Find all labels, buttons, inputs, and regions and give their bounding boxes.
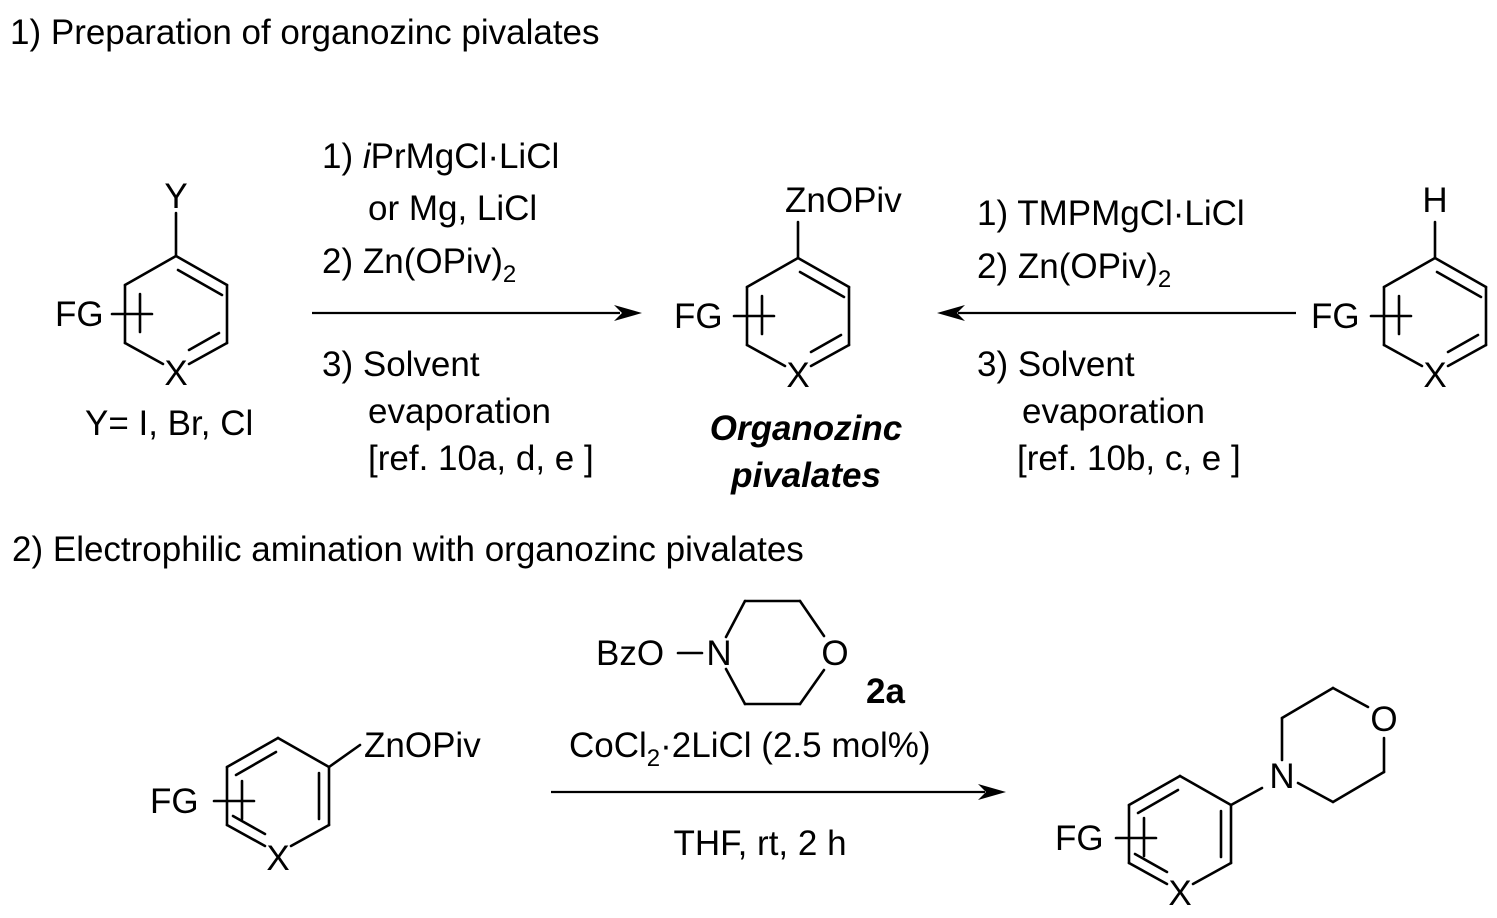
product-ring-bonds xyxy=(1114,774,1264,886)
left-step3-line1: 3) Solvent xyxy=(322,345,480,384)
arene-ring-bonds xyxy=(1369,220,1488,368)
organozinc-znopiv-label: ZnOPiv xyxy=(785,181,902,220)
halide-options-label: Y= I, Br, Cl xyxy=(85,404,253,443)
catalyst-label: CoCl2·2LiCl (2.5 mol%) xyxy=(569,726,931,772)
heading-part2: 2) Electrophilic amination with organozi… xyxy=(12,530,804,569)
organozinc-title-line2: pivalates xyxy=(730,456,881,495)
reagent-n-label: N xyxy=(706,634,731,673)
product-n-label: N xyxy=(1269,757,1294,796)
right-reaction-arrow xyxy=(937,305,1296,321)
organozinc-ring-bonds xyxy=(732,220,851,368)
morpholine-ring-bonds xyxy=(724,599,826,706)
organozinc-title-line1: Organozinc xyxy=(710,409,903,448)
aryl-halide-ring-bonds xyxy=(110,211,229,366)
product-o-label: O xyxy=(1370,700,1397,739)
aryl-halide-y-label: Y xyxy=(164,177,187,216)
left-step1-line2: or Mg, LiCl xyxy=(368,189,537,228)
aryl-halide-reactant: Y FG X Y= I, Br, Cl xyxy=(55,177,253,443)
reagent-2a-label: 2a xyxy=(866,672,905,711)
reagent-o-label: O xyxy=(821,634,848,673)
heading-part1: 1) Preparation of organozinc pivalates xyxy=(10,13,600,52)
left-step2: 2) Zn(OPiv)2 xyxy=(322,242,516,288)
left-step1: 1) iPrMgCl·LiCl xyxy=(322,137,559,176)
amination-arrow xyxy=(551,784,1006,800)
left-conditions: 1) iPrMgCl·LiCl or Mg, LiCl 2) Zn(OPiv)2… xyxy=(322,137,594,478)
left-reaction-arrow xyxy=(312,305,642,321)
organozinc-fg-label: FG xyxy=(674,297,723,336)
reagent-bzo-label: BzO xyxy=(596,634,664,673)
right-step3-line2: evaporation xyxy=(1022,392,1205,431)
amination-conditions: CoCl2·2LiCl (2.5 mol%) THF, rt, 2 h xyxy=(569,726,931,863)
right-conditions: 1) TMPMgCl·LiCl 2) Zn(OPiv)2 3) Solvent … xyxy=(977,194,1245,478)
aryl-halide-fg-label: FG xyxy=(55,295,104,334)
arene-reactant: H FG X xyxy=(1311,181,1488,395)
amination-reactant-znopiv-label: ZnOPiv xyxy=(364,726,481,765)
right-step2: 2) Zn(OPiv)2 xyxy=(977,247,1171,293)
right-reference: [ref. 10b, c, e ] xyxy=(1017,439,1241,478)
organozinc-x-label: X xyxy=(786,356,809,395)
product-morpholine-bonds xyxy=(1280,686,1386,804)
aryl-halide-x-label: X xyxy=(164,354,187,393)
organozinc-product: ZnOPiv FG X Organozinc pivalates xyxy=(674,181,902,495)
amination-organozinc-reactant: ZnOPiv FG X xyxy=(150,726,481,878)
arene-x-label: X xyxy=(1423,356,1446,395)
arene-h-label: H xyxy=(1422,181,1447,220)
solvent-conditions-label: THF, rt, 2 h xyxy=(673,824,846,863)
amination-reactant-x-label: X xyxy=(266,839,289,878)
product-x-label: X xyxy=(1168,874,1191,913)
left-step3-line2: evaporation xyxy=(368,392,551,431)
right-step3-line1: 3) Solvent xyxy=(977,345,1135,384)
left-reference: [ref. 10a, d, e ] xyxy=(368,439,594,478)
amination-reactant-fg-label: FG xyxy=(150,782,199,821)
amination-reactant-ring-bonds xyxy=(212,736,362,848)
right-step1: 1) TMPMgCl·LiCl xyxy=(977,194,1245,233)
reagent-2a: BzO N O 2a xyxy=(596,599,905,711)
product-fg-label: FG xyxy=(1055,819,1104,858)
amination-product: N O FG X xyxy=(1055,686,1398,913)
arene-fg-label: FG xyxy=(1311,297,1360,336)
